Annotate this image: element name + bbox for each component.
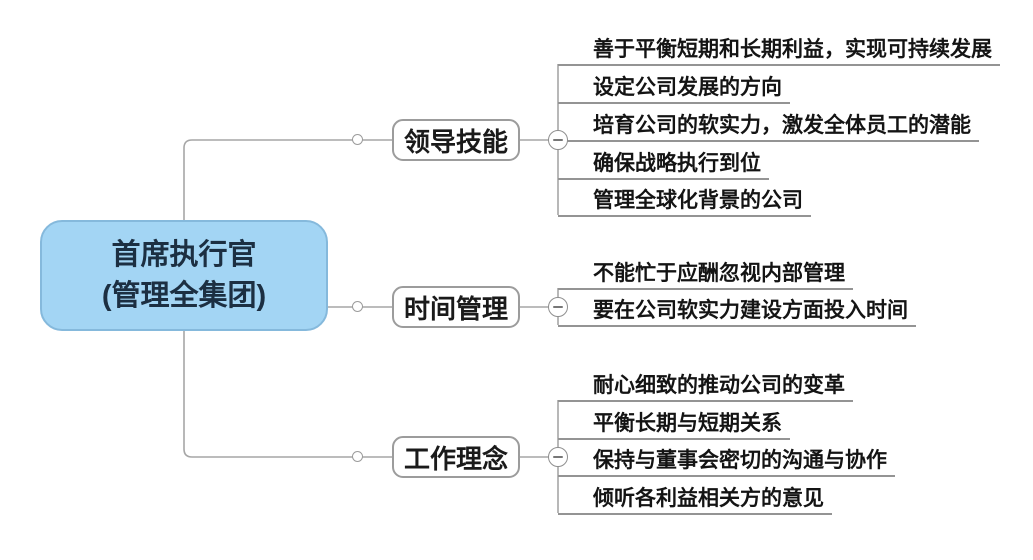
leaf-topic[interactable]: 耐心细致的推动公司的变革 <box>558 370 853 402</box>
leaf-topic[interactable]: 培育公司的软实力，激发全体员工的潜能 <box>558 110 979 142</box>
minus-icon <box>553 139 563 141</box>
leaf-topic[interactable]: 不能忙于应酬忽视内部管理 <box>558 258 853 290</box>
collapse-button[interactable] <box>548 130 568 150</box>
root-topic-subtitle: (管理全集团) <box>101 279 267 312</box>
connector-dot <box>352 134 363 145</box>
branch-topic-work-philosophy[interactable]: 工作理念 <box>392 436 520 478</box>
minus-icon <box>553 306 563 308</box>
leaf-topic[interactable]: 设定公司发展的方向 <box>558 72 790 104</box>
root-topic[interactable]: 首席执行官 (管理全集团) <box>40 220 328 331</box>
branch-topic-time-management[interactable]: 时间管理 <box>392 286 520 328</box>
leaf-topic[interactable]: 倾听各利益相关方的意见 <box>558 483 832 515</box>
leaf-topic[interactable]: 保持与董事会密切的沟通与协作 <box>558 445 895 477</box>
collapse-button[interactable] <box>548 297 568 317</box>
leaf-topic[interactable]: 平衡长期与短期关系 <box>558 408 790 440</box>
connector-dot <box>352 451 363 462</box>
root-topic-title: 首席执行官 <box>111 238 257 271</box>
leaf-topic[interactable]: 善于平衡短期和长期利益，实现可持续发展 <box>558 34 1000 66</box>
collapse-button[interactable] <box>548 447 568 467</box>
minus-icon <box>553 456 563 458</box>
leaf-topic[interactable]: 要在公司软实力建设方面投入时间 <box>558 295 916 327</box>
leaf-topic[interactable]: 管理全球化背景的公司 <box>558 185 811 217</box>
connector-dot <box>352 301 363 312</box>
branch-topic-leadership-skills[interactable]: 领导技能 <box>392 119 520 161</box>
leaf-topic[interactable]: 确保战略执行到位 <box>558 148 769 180</box>
